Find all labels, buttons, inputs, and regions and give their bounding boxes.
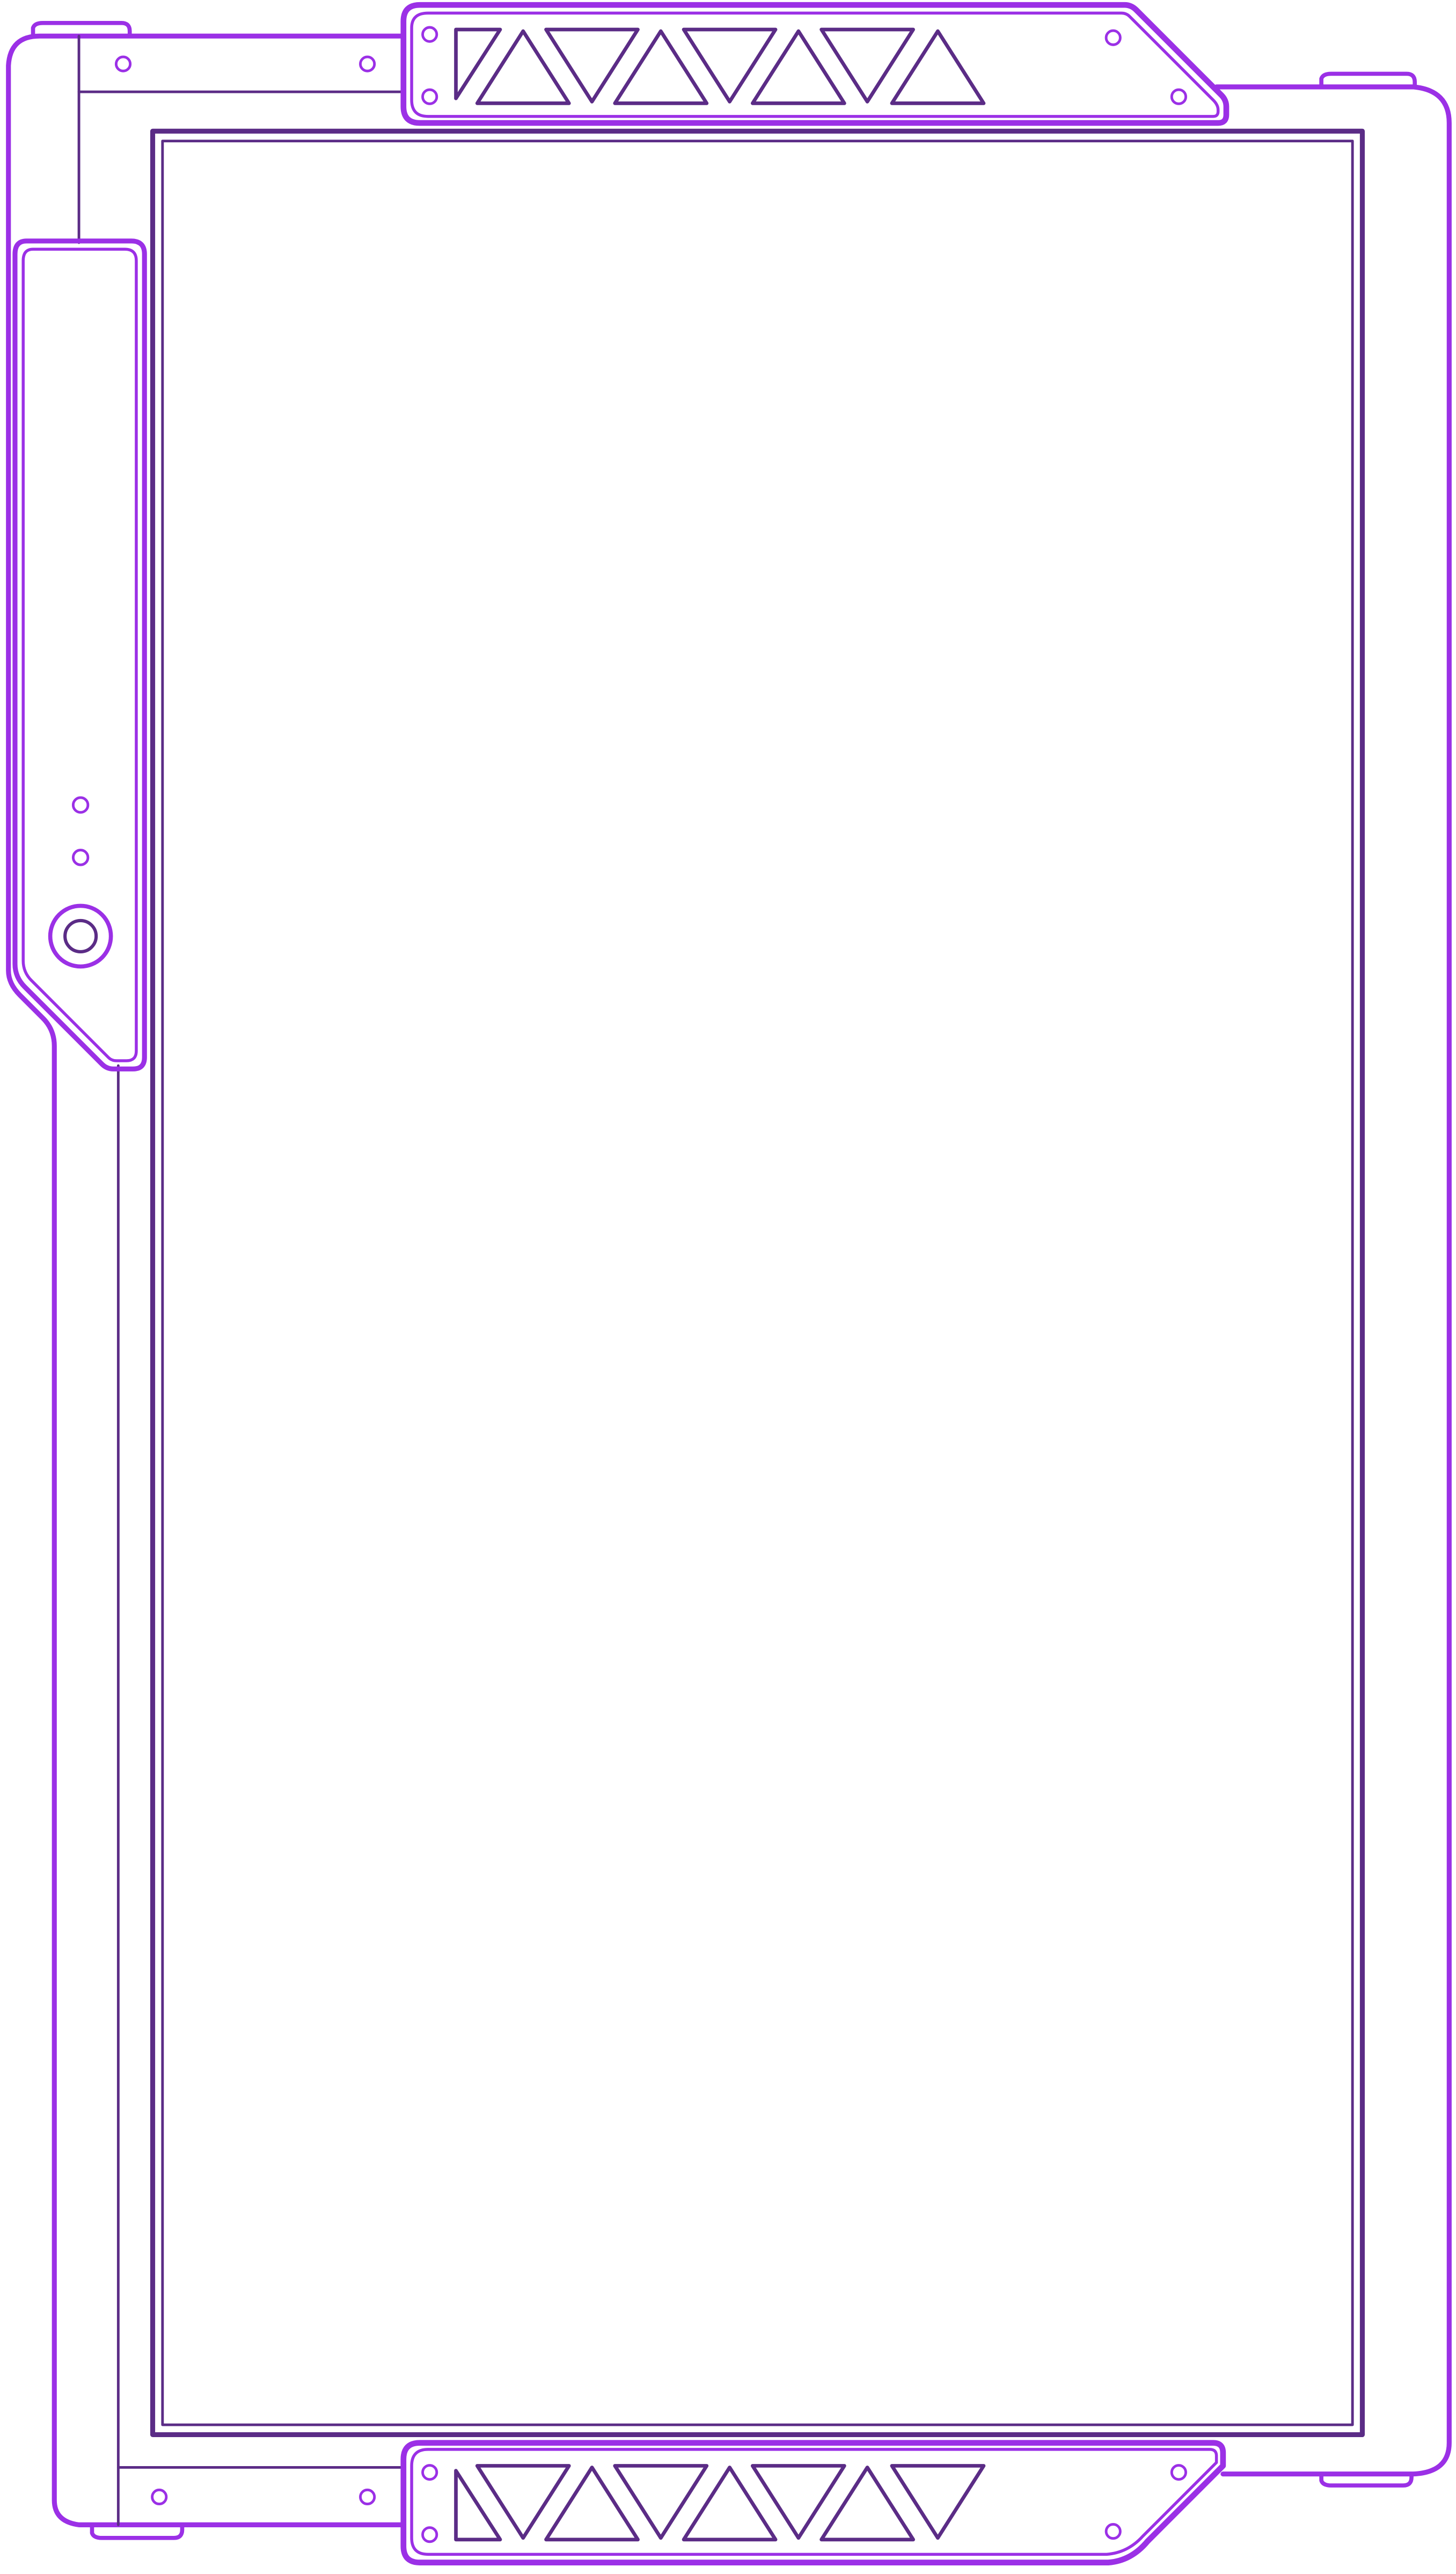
ornament-triangle-up bbox=[475, 29, 571, 105]
outer-shell-path bbox=[6, 33, 406, 2527]
shell-screws bbox=[114, 55, 376, 2506]
screw-hole-icon bbox=[1104, 29, 1122, 46]
screw-hole-icon bbox=[421, 88, 438, 105]
indicator-light-1 bbox=[71, 796, 90, 814]
content-panel-outer-border bbox=[150, 128, 1365, 2437]
screw-hole-icon bbox=[421, 26, 438, 43]
ornament-triangle-down bbox=[475, 2464, 571, 2540]
top-plate bbox=[400, 2, 1230, 126]
indicator-light-2 bbox=[71, 849, 90, 866]
round-button-outer[interactable] bbox=[48, 903, 113, 969]
ornament-triangle-down bbox=[890, 2464, 986, 2540]
ornament-triangle-up bbox=[682, 2466, 778, 2542]
bottom-plate bbox=[400, 2440, 1226, 2565]
tab-bottom-right bbox=[1319, 2471, 1414, 2488]
side-module bbox=[12, 238, 147, 1071]
side-module-outer bbox=[12, 238, 147, 1071]
inner-lines bbox=[77, 34, 405, 2526]
round-button-icon[interactable] bbox=[48, 903, 113, 969]
bottom-plate-screws bbox=[421, 2464, 1187, 2543]
ornament-triangle-down bbox=[750, 2464, 846, 2540]
outer-shell bbox=[6, 33, 1452, 2527]
screw-hole-icon bbox=[1104, 2523, 1122, 2540]
top-plate-inner bbox=[410, 11, 1220, 118]
bottom-plate-inner bbox=[410, 2448, 1218, 2556]
content-panel bbox=[150, 128, 1365, 2437]
screw-hole-icon bbox=[1170, 88, 1187, 105]
triangle-zigzag-ornament-bottom bbox=[454, 2464, 986, 2542]
round-button-inner[interactable] bbox=[63, 918, 98, 953]
bottom-plate-outer bbox=[400, 2440, 1226, 2565]
triangle-zigzag-ornament-top bbox=[454, 27, 986, 105]
ornament-half-triangle bbox=[454, 27, 502, 100]
screw-hole-icon bbox=[1170, 2464, 1187, 2481]
ornament-triangle-up bbox=[820, 2466, 915, 2542]
top-plate-outer bbox=[400, 2, 1230, 126]
ornament-triangle-down bbox=[544, 27, 640, 104]
tab-top-left bbox=[31, 20, 132, 39]
ornament-triangle-up bbox=[750, 29, 846, 105]
ornament-half-triangle bbox=[454, 2469, 502, 2542]
tab-top-right bbox=[1319, 71, 1417, 89]
side-module-inner bbox=[21, 247, 138, 1062]
tab-bottom-left bbox=[90, 2522, 185, 2540]
top-plate-screws bbox=[421, 26, 1187, 105]
ornament-triangle-down bbox=[682, 27, 778, 104]
ornament-triangle-up bbox=[544, 2466, 640, 2542]
ornament-triangle-down bbox=[613, 2464, 709, 2540]
screw-hole-icon bbox=[359, 55, 376, 72]
screw-hole-icon bbox=[359, 2488, 376, 2506]
content-panel-inner-border bbox=[161, 140, 1354, 2426]
outer-shell-right-path bbox=[1214, 84, 1452, 2477]
screw-hole-icon bbox=[421, 2526, 438, 2543]
screw-hole-icon bbox=[114, 55, 132, 72]
screw-hole-icon bbox=[151, 2488, 168, 2506]
ornament-triangle-down bbox=[820, 27, 915, 104]
ornament-triangle-up bbox=[890, 29, 986, 105]
shell-tabs bbox=[31, 20, 1417, 2540]
screw-hole-icon bbox=[421, 2464, 438, 2481]
ornament-triangle-up bbox=[613, 29, 709, 105]
